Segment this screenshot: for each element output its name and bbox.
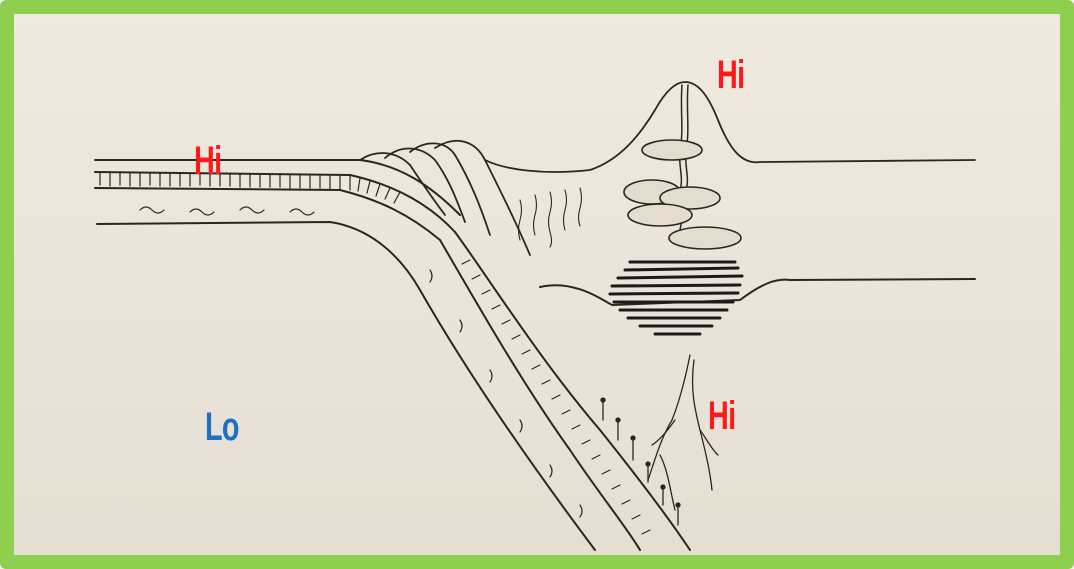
slab-squiggles — [140, 207, 582, 517]
upper-layer-base — [95, 188, 440, 240]
magma-chambers — [624, 140, 741, 249]
basin-striations — [519, 188, 582, 247]
slab-upper-surface — [455, 232, 690, 550]
dehydration-marks — [601, 398, 680, 525]
label-hi-left: Hi — [194, 141, 221, 181]
label-lo: Lo — [205, 407, 239, 447]
label-hi-volcano: Hi — [717, 55, 744, 95]
oceanic-plate-bottom — [97, 222, 595, 550]
crust-base — [540, 279, 975, 305]
magma-chamber-5 — [669, 227, 741, 249]
subduction-sketch — [14, 14, 1060, 555]
magma-chamber-4 — [628, 204, 692, 226]
volcano-conduit-2 — [686, 85, 688, 190]
label-hi-mantle-wedge: Hi — [708, 396, 735, 436]
melt-zone — [610, 262, 742, 334]
magma-chamber-1 — [642, 140, 702, 160]
